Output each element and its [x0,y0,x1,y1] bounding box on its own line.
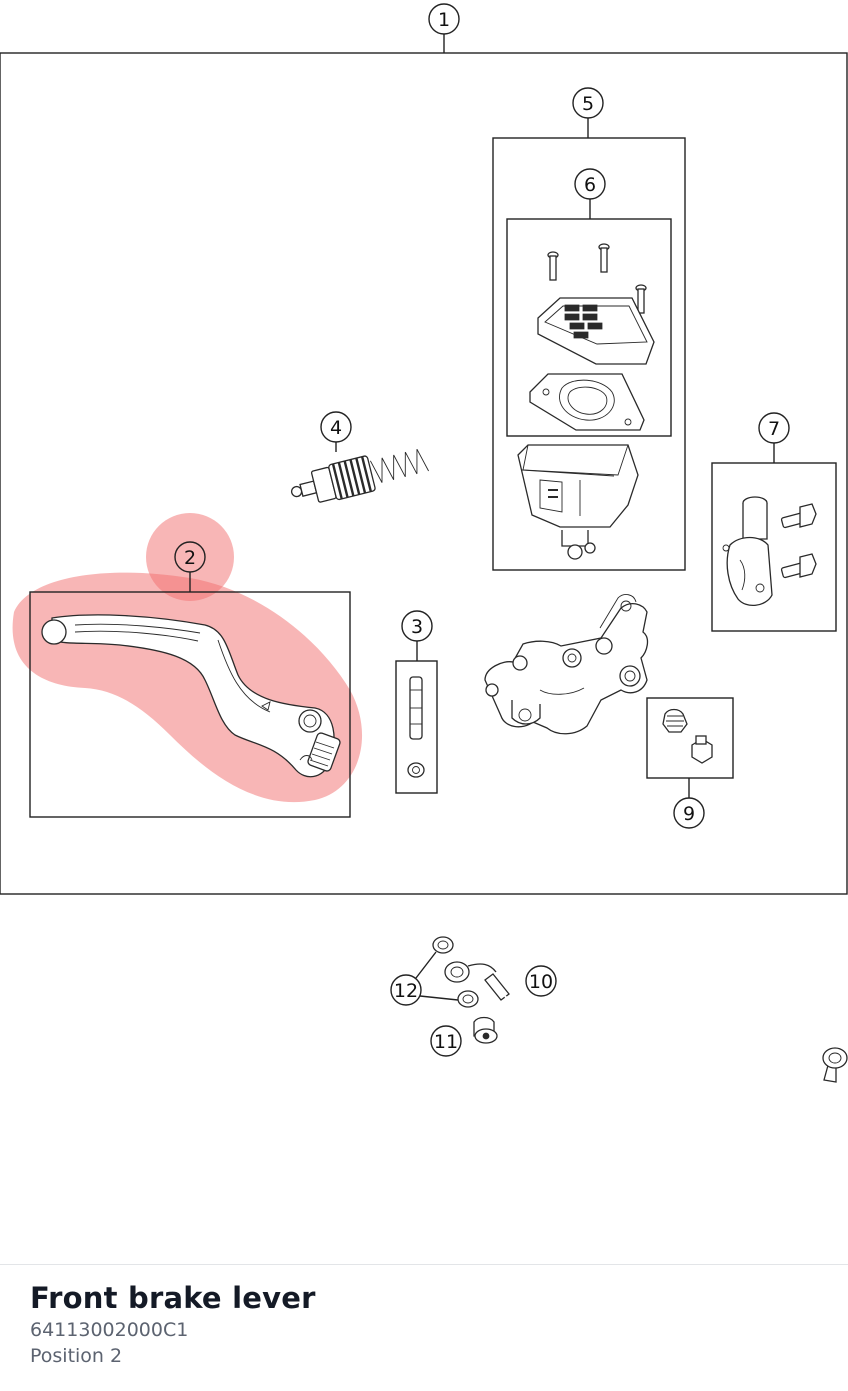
sealing-ring-drawing [432,936,479,1008]
part-position: Position 2 [30,1345,123,1367]
cover-screws-drawing [529,243,655,431]
callout-5: 5 [582,93,594,115]
brake-lever-drawing [41,614,341,778]
callout-6-group[interactable]: 6 [506,168,672,437]
callout-9-group[interactable]: 9 [646,697,734,829]
callout-4: 4 [330,417,342,439]
brake-line-drawing [444,961,848,1260]
selected-part-panel: Front brake lever 64113002000C1 Position… [0,1264,848,1391]
callout-7-group[interactable]: 7 [711,412,837,632]
exploded-parts-diagram: 1 2 3 [0,3,848,1260]
callout-3: 3 [411,616,423,638]
callout-9: 9 [683,803,695,825]
callout-4-group[interactable]: 4 [287,411,430,510]
callout-6: 6 [584,174,596,196]
callout-1-group: 1 [0,3,848,895]
piston-drawing [290,448,429,503]
pin-drawing [407,676,425,778]
callout-10-group[interactable]: 10 [444,961,848,1260]
callout-5-group[interactable]: 5 [492,87,686,571]
callout-12-group[interactable]: 12 [390,936,479,1008]
part-title: Front brake lever [30,1281,316,1315]
clamp-drawing [722,496,817,606]
reservoir-body-drawing [517,444,639,560]
callout-3-group[interactable]: 3 [395,610,438,794]
banjo-bolt-drawing [473,1016,498,1044]
callout-7: 7 [768,418,780,440]
callout-2-group[interactable]: 2 [29,541,351,818]
callout-11-group[interactable]: 11 [430,1016,498,1057]
callout-1: 1 [438,9,450,31]
bleeder-drawing [662,708,713,764]
callout-10: 10 [529,971,553,993]
callout-2: 2 [184,547,196,569]
master-cylinder-drawing [484,594,649,735]
part-number: 64113002000C1 [30,1319,189,1341]
callout-12: 12 [394,980,418,1002]
callout-11: 11 [434,1031,458,1053]
